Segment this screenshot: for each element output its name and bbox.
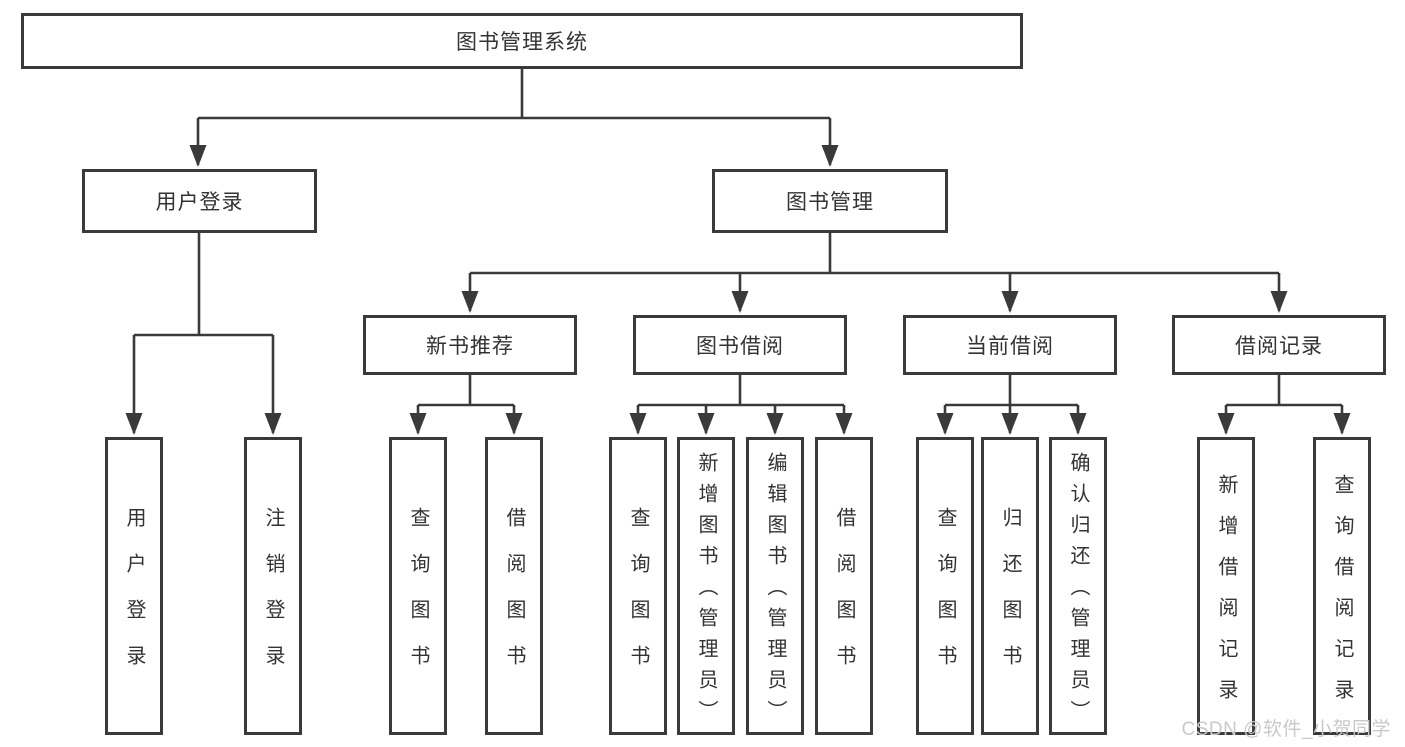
csdn-watermark: CSDN @软件_小贺同学 <box>1181 719 1391 740</box>
node-label: 用户登录 <box>155 191 244 214</box>
node-label: 图书管理 <box>786 191 874 214</box>
node-label: 图书借阅 <box>696 335 784 358</box>
leaf-label: 查询图书 <box>934 507 956 691</box>
leaf-label: 借阅图书 <box>503 507 525 691</box>
node-library-management-system: 图书管理系统 <box>21 13 1023 69</box>
node-book-management-branch: 图书管理 <box>712 169 948 233</box>
node-label: 图书管理系统 <box>456 31 588 54</box>
node-current-borrowing: 当前借阅 <box>903 315 1117 375</box>
leaf-label: 确认归还（管理员） <box>1067 452 1089 731</box>
leaf-label: 编辑图书（管理员） <box>764 452 786 731</box>
node-book-borrowing: 图书借阅 <box>633 315 847 375</box>
leaf-add-borrow-record: 新增借阅记录 <box>1197 437 1255 735</box>
leaf-query-books-borrowing: 查询图书 <box>609 437 667 735</box>
leaf-label: 新增图书（管理员） <box>695 452 717 731</box>
node-label: 借阅记录 <box>1235 335 1323 358</box>
leaf-label: 用户登录 <box>123 507 145 691</box>
node-new-book-recommend: 新书推荐 <box>363 315 577 375</box>
leaf-borrow-books-recommend: 借阅图书 <box>485 437 543 735</box>
node-user-login-branch: 用户登录 <box>82 169 317 233</box>
leaf-query-borrow-record: 查询借阅记录 <box>1313 437 1371 735</box>
leaf-label: 查询图书 <box>627 507 649 691</box>
leaf-label: 注销登录 <box>262 507 284 691</box>
leaf-label: 借阅图书 <box>833 507 855 691</box>
leaf-confirm-return-admin: 确认归还（管理员） <box>1049 437 1107 735</box>
node-label: 新书推荐 <box>426 335 514 358</box>
leaf-logout: 注销登录 <box>244 437 302 735</box>
leaf-edit-book-admin: 编辑图书（管理员） <box>746 437 804 735</box>
leaf-query-books-current: 查询图书 <box>916 437 974 735</box>
leaf-label: 归还图书 <box>999 507 1021 691</box>
node-borrowing-records: 借阅记录 <box>1172 315 1386 375</box>
leaf-query-books-recommend: 查询图书 <box>389 437 447 735</box>
leaf-user-login: 用户登录 <box>105 437 163 735</box>
leaf-borrow-books-borrowing: 借阅图书 <box>815 437 873 735</box>
leaf-label: 查询借阅记录 <box>1331 473 1353 720</box>
leaf-label: 查询图书 <box>407 507 429 691</box>
leaf-label: 新增借阅记录 <box>1215 473 1237 720</box>
leaf-add-book-admin: 新增图书（管理员） <box>677 437 735 735</box>
node-label: 当前借阅 <box>966 335 1054 358</box>
leaf-return-book: 归还图书 <box>981 437 1039 735</box>
